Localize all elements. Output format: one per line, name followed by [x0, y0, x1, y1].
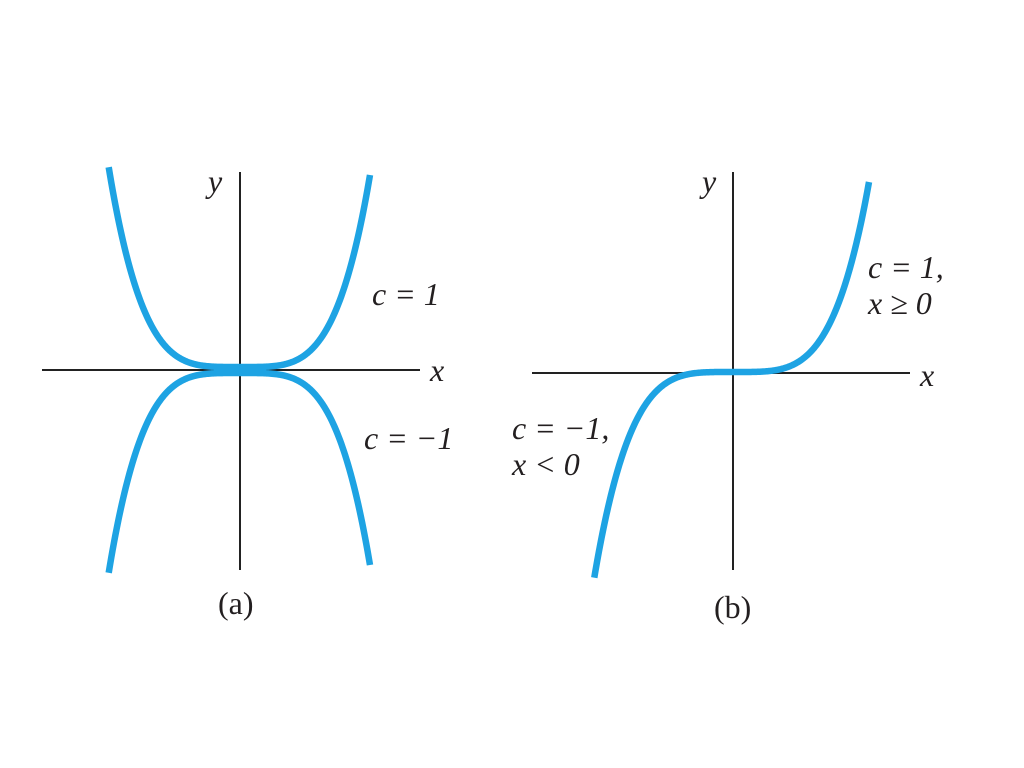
panel-b-left-curve-label-line2: x < 0: [511, 446, 580, 482]
panel-b-caption: (b): [714, 589, 751, 625]
panel-b-curve-c-equals-minus-1-x-negative: [591, 368, 736, 579]
panel-b-right-curve-label-line2: x ≥ 0: [867, 285, 932, 321]
panel-a-caption: (a): [218, 585, 254, 621]
panel-a: y x c = 1 c = −1 (a): [42, 163, 453, 621]
panel-a-x-axis-label: x: [429, 352, 444, 388]
panel-b-curve-c-equals-1-x-nonnegative: [730, 181, 873, 376]
panel-a-lower-curve-label: c = −1: [364, 420, 453, 456]
panel-b-left-curve-label-line1: c = −1,: [512, 410, 609, 446]
panel-b-x-axis-label: x: [919, 357, 934, 393]
panel-b-right-curve-label-line1: c = 1,: [868, 249, 944, 285]
panel-a-y-axis-label: y: [205, 163, 223, 199]
panel-b: y x c = 1, x ≥ 0 c = −1, x < 0 (b): [511, 163, 944, 625]
panel-b-y-axis-label: y: [699, 163, 717, 199]
panel-a-curve-c-equals-minus-1: [105, 369, 374, 574]
panel-a-curve-c-equals-1: [105, 166, 374, 371]
panel-a-upper-curve-label: c = 1: [372, 276, 440, 312]
